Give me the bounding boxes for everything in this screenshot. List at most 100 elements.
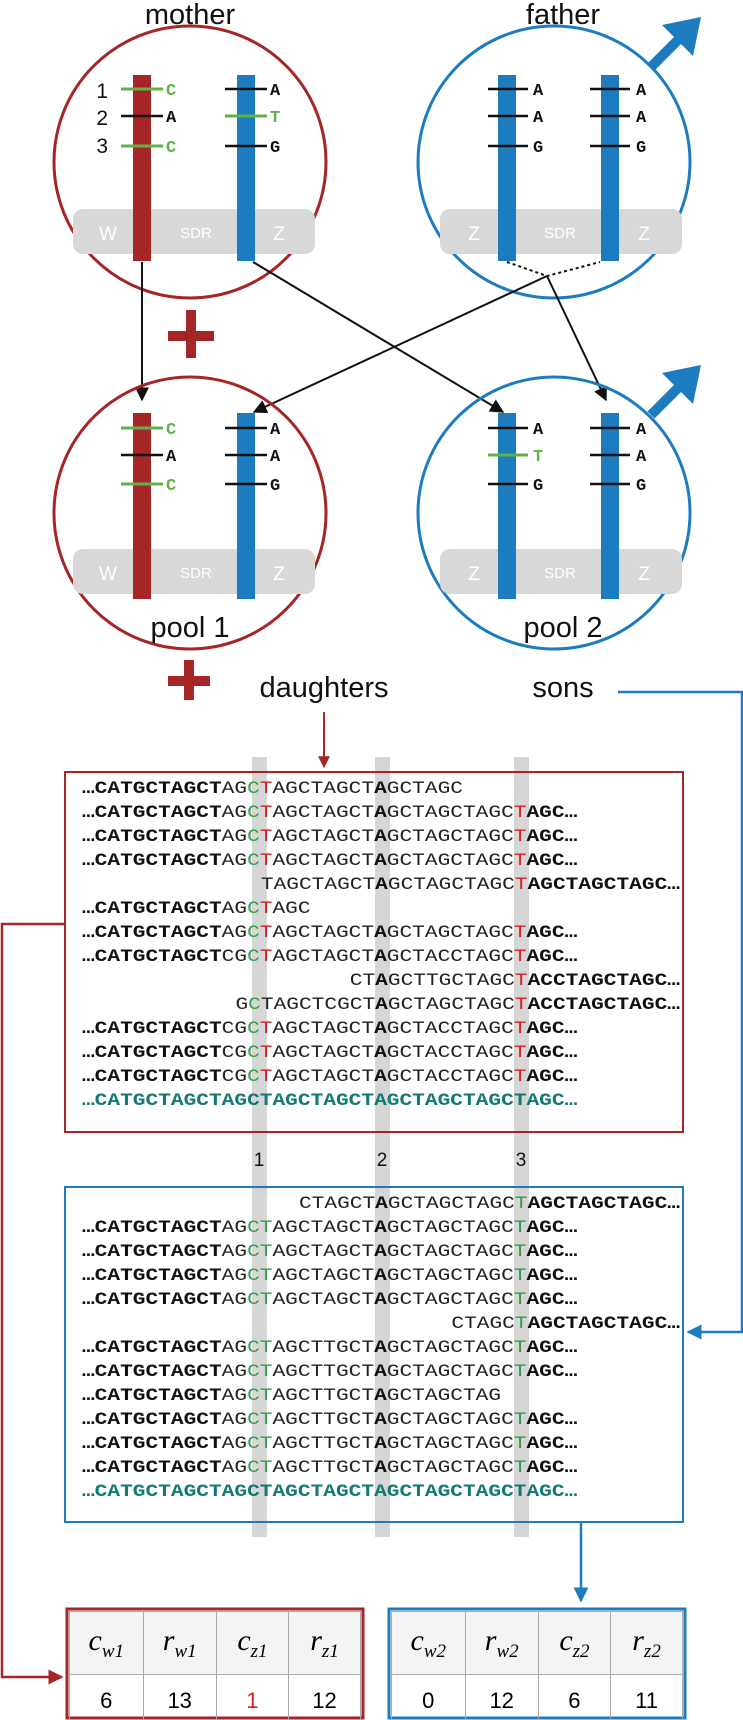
pool2-label: pool 2 bbox=[523, 612, 602, 644]
pool1-band-sdr: SDR bbox=[180, 565, 212, 582]
table1-value-rz1: 12 bbox=[288, 1674, 361, 1720]
table1-value-row: 6 13 1 12 bbox=[69, 1674, 361, 1720]
mother-cell: W SDR Z 1 2 3 C A C A T G bbox=[52, 24, 328, 358]
column-1 bbox=[252, 757, 267, 1537]
mother-band-z: Z bbox=[273, 224, 285, 245]
mother-band-w: W bbox=[99, 224, 117, 245]
pool1-w-allele-2: A bbox=[166, 448, 177, 467]
table1-header-rw1: rw1 bbox=[142, 1611, 217, 1675]
sons-connector bbox=[618, 690, 743, 1340]
pool2-z1-allele-2: T bbox=[533, 448, 543, 467]
mother-z-allele-1: A bbox=[270, 82, 281, 101]
column-number-1: 1 bbox=[254, 1150, 265, 1171]
table1-value-cw1: 6 bbox=[69, 1674, 144, 1720]
mother-circle bbox=[52, 24, 328, 300]
father-cell: Z SDR Z A A G A A G bbox=[416, 17, 701, 300]
table2-value-rw2: 12 bbox=[464, 1674, 539, 1720]
pool1-w-allele-3: C bbox=[166, 477, 176, 496]
mother-band-sdr: SDR bbox=[180, 225, 212, 242]
female-symbol bbox=[168, 310, 214, 358]
alignment-columns bbox=[252, 757, 529, 1537]
father-z1-chromosome bbox=[498, 75, 516, 261]
mother-z-chromosome bbox=[237, 75, 255, 261]
pool1-z-allele-2: A bbox=[270, 448, 281, 467]
pool2-z2-allele-3: G bbox=[636, 477, 646, 496]
table1-header-cz1: cz1 bbox=[215, 1611, 290, 1675]
table1-value-cz1: 1 bbox=[215, 1674, 290, 1720]
table2-header-row: cw2 rw2 cz2 rz2 bbox=[391, 1611, 683, 1675]
father-band-z2: Z bbox=[638, 224, 650, 245]
pool1-z-allele-3: G bbox=[270, 477, 280, 496]
father-circle bbox=[416, 24, 692, 300]
pool2-circle bbox=[416, 375, 692, 651]
pool1-band-w: W bbox=[99, 564, 117, 585]
locus-number-3: 3 bbox=[96, 135, 108, 158]
daughters-count-table: cw1 rw1 cz1 rz1 6 13 1 12 bbox=[69, 1611, 361, 1720]
sons-reads-box bbox=[64, 1186, 684, 1523]
pool1-label: pool 1 bbox=[150, 612, 229, 644]
table2-value-cz2: 6 bbox=[537, 1674, 612, 1720]
column-2 bbox=[375, 757, 390, 1537]
male-symbol-pool2 bbox=[647, 365, 701, 419]
table2-header-rz2: rz2 bbox=[610, 1611, 683, 1675]
pool1-z-chromosome bbox=[237, 413, 255, 599]
father-band-sdr: SDR bbox=[544, 225, 576, 242]
pool2-z1-allele-3: G bbox=[533, 477, 543, 496]
mother-w-allele-1: C bbox=[166, 82, 176, 101]
pool2-z1-allele-1: A bbox=[533, 421, 544, 440]
father-z2-chromosome bbox=[601, 75, 619, 261]
table2-value-cw2: 0 bbox=[391, 1674, 466, 1720]
pool1-z-allele-1: A bbox=[270, 421, 281, 440]
table2-value-rz2: 11 bbox=[610, 1674, 683, 1720]
sons-label: sons bbox=[532, 672, 593, 704]
daughters-to-table-connector bbox=[0, 922, 65, 1685]
mother-w-allele-2: A bbox=[166, 109, 177, 128]
father-z1-allele-2: A bbox=[533, 109, 544, 128]
daughters-label: daughters bbox=[260, 672, 389, 704]
mother-w-chromosome bbox=[133, 75, 151, 261]
mother-z-allele-3: G bbox=[270, 139, 280, 158]
pool1-cell: W SDR Z C A C A A G pool 1 bbox=[52, 375, 328, 700]
pool1-band-z: Z bbox=[273, 564, 285, 585]
table2-header-cz2: cz2 bbox=[537, 1611, 612, 1675]
pool1-w-allele-1: C bbox=[166, 421, 176, 440]
father-band-z1: Z bbox=[468, 224, 480, 245]
sons-count-table: cw2 rw2 cz2 rz2 0 12 6 11 bbox=[391, 1611, 683, 1720]
pool2-z2-allele-1: A bbox=[636, 421, 647, 440]
mother-z-allele-2: T bbox=[270, 109, 280, 128]
pool1-w-chromosome bbox=[133, 413, 151, 599]
pool1-circle bbox=[52, 375, 328, 651]
table2-header-cw2: cw2 bbox=[391, 1611, 466, 1675]
father-z1-allele-1: A bbox=[533, 82, 544, 101]
pool2-band-sdr: SDR bbox=[544, 565, 576, 582]
pool2-band-z1: Z bbox=[468, 564, 480, 585]
